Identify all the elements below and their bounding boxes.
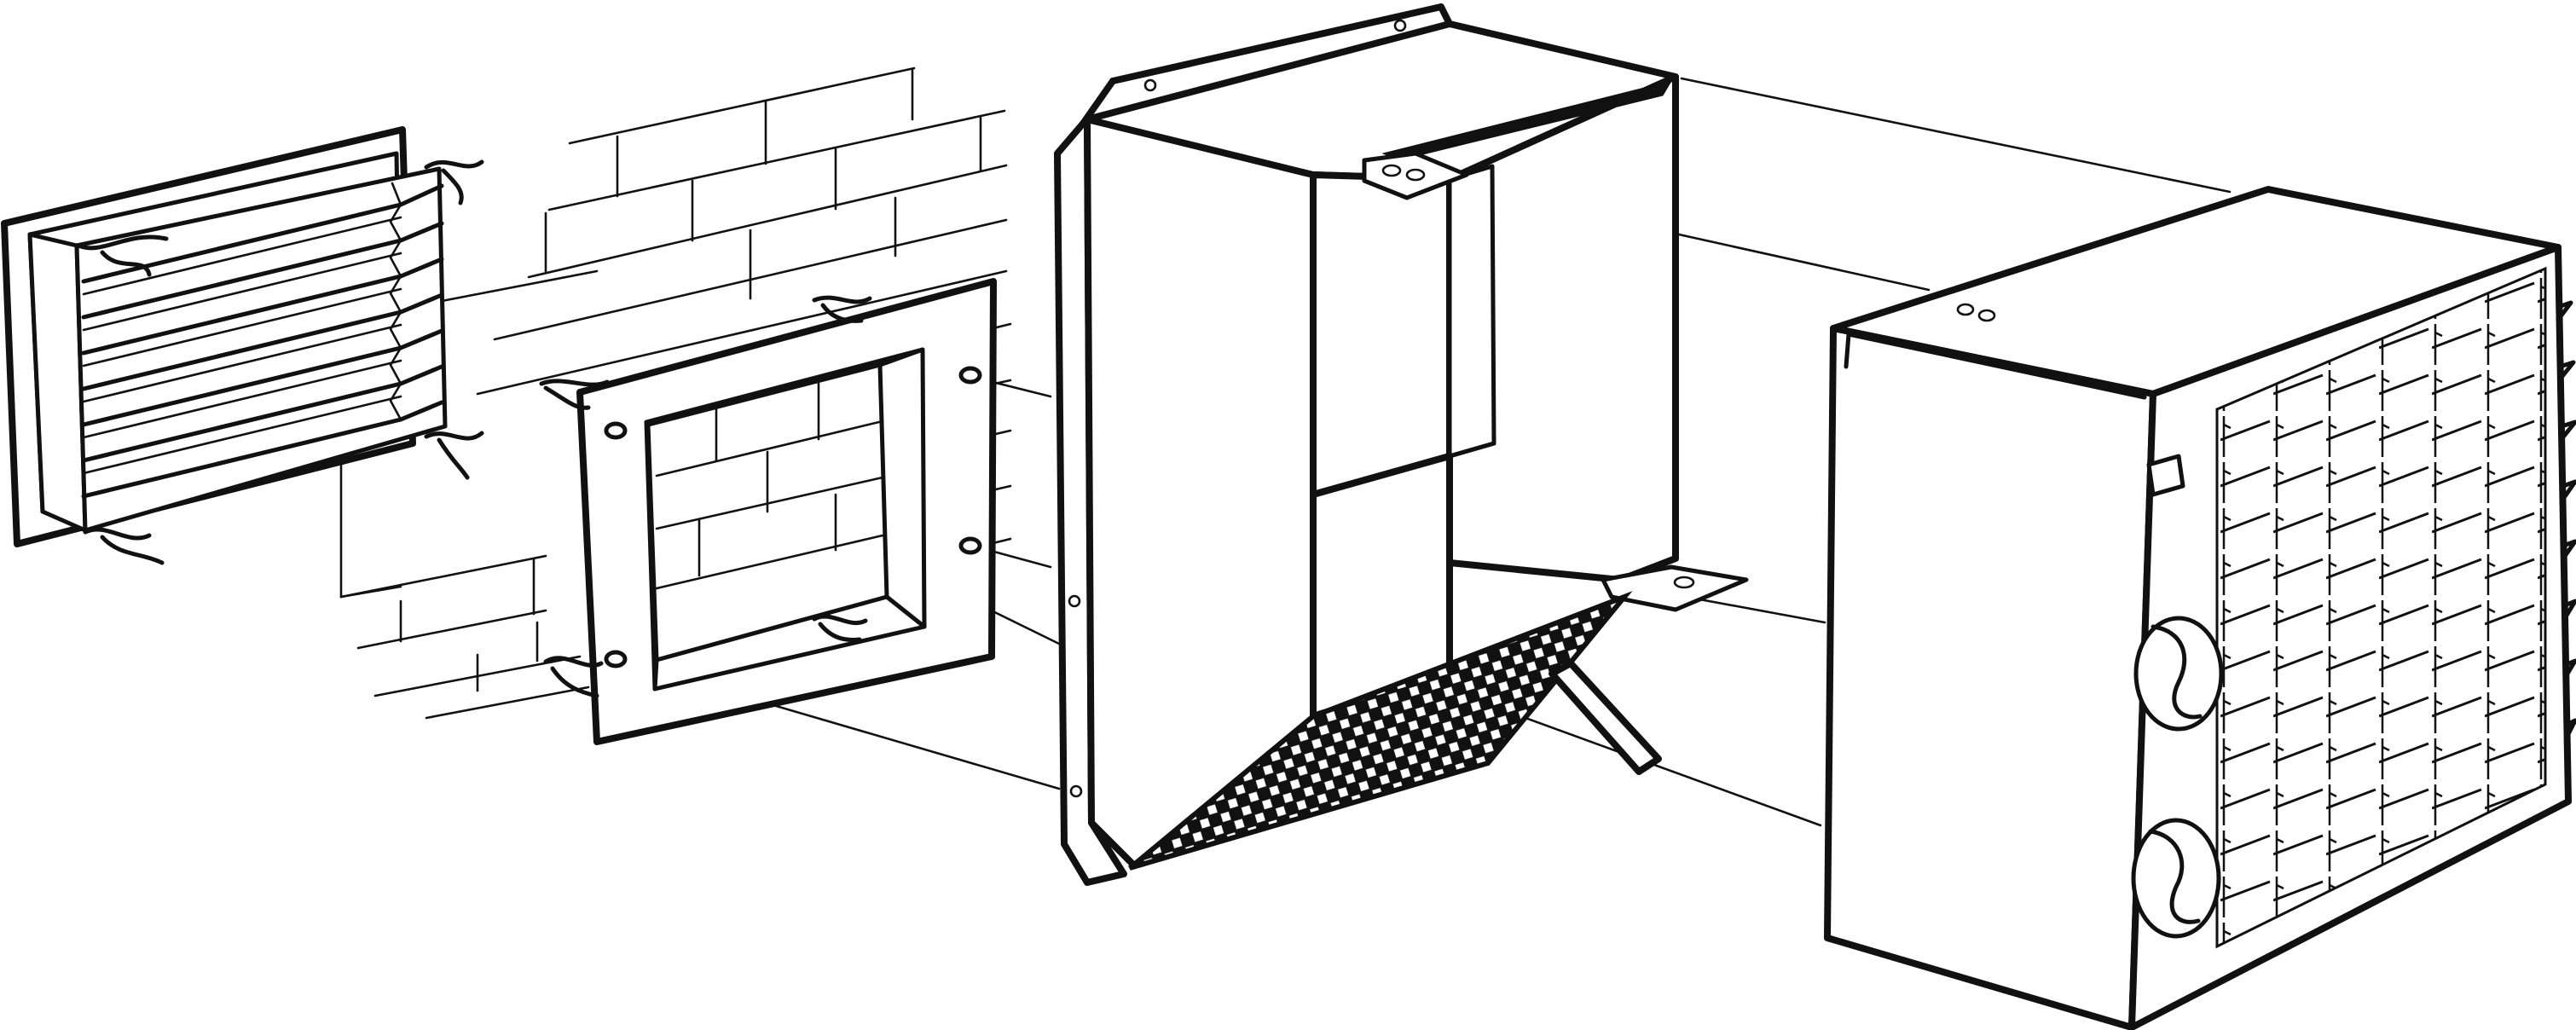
- brick-wall: [339, 67, 1012, 720]
- wall-sleeve-housing: [1054, 3, 1749, 886]
- frame-studs: [604, 366, 982, 668]
- ac-control-knob-lower: [2131, 818, 2221, 939]
- grille-clips: [76, 159, 484, 565]
- frame-clips: [539, 295, 872, 698]
- air-conditioner-chassis: [1824, 186, 2576, 1030]
- grille-louvers: [81, 182, 444, 499]
- wall-mounting-frame: [539, 278, 997, 745]
- ac-control-knob-upper: [2133, 616, 2224, 732]
- louvered-grille: [1, 126, 484, 565]
